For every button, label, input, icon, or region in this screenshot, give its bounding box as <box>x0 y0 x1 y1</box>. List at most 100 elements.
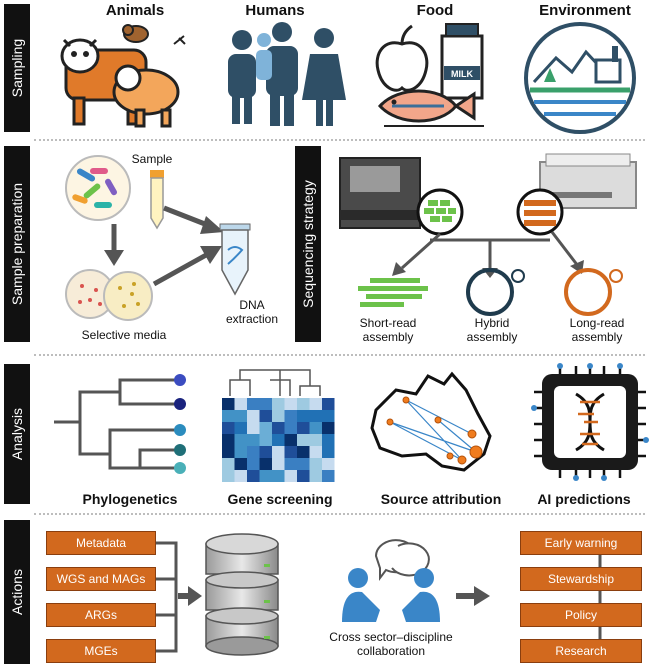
heatmap-cell <box>284 446 297 458</box>
heatmap-cell <box>297 458 310 470</box>
heatmap-cell <box>247 470 260 482</box>
heatmap-cell <box>259 434 272 446</box>
heatmap-cell <box>259 470 272 482</box>
sequencing-graphic <box>339 153 637 316</box>
heatmap-cell <box>234 422 247 434</box>
source-attribution-map-icon <box>370 371 492 472</box>
heatmap-cell <box>284 470 297 482</box>
section-label-actions: Actions <box>4 520 30 664</box>
heatmap-cell <box>247 434 260 446</box>
divider <box>34 139 645 141</box>
heatmap-cell <box>297 446 310 458</box>
heatmap-cell <box>272 398 285 410</box>
heatmap-cell <box>284 458 297 470</box>
heatmap-cell <box>297 398 310 410</box>
heatmap-cell <box>284 434 297 446</box>
heatmap-cell <box>247 458 260 470</box>
heatmap-cell <box>272 410 285 422</box>
heatmap-cell <box>247 398 260 410</box>
section-label-analysis: Analysis <box>4 364 30 504</box>
heatmap-cell <box>284 422 297 434</box>
heatmap-cell <box>297 434 310 446</box>
heatmap-cell <box>259 410 272 422</box>
sample-label: Sample <box>131 152 173 166</box>
source-food-label: Food <box>416 2 454 19</box>
heatmap-cell <box>309 458 322 470</box>
output-stewardship-box: Stewardship <box>520 567 642 591</box>
input-metadata-box: Metadata <box>46 531 156 555</box>
source-animals-label: Animals <box>105 2 165 19</box>
heatmap-cell <box>222 410 235 422</box>
output-early-warning-box: Early warning <box>520 531 642 555</box>
heatmap-cell <box>297 422 310 434</box>
input-mges-box: MGEs <box>46 639 156 663</box>
output-research-box: Research <box>520 639 642 663</box>
heatmap-cell <box>234 470 247 482</box>
heatmap-cell <box>284 398 297 410</box>
short-read-assembly-icon <box>358 278 428 307</box>
sample-microbes-icon <box>65 155 131 221</box>
heatmap-cell <box>247 410 260 422</box>
heatmap-cell <box>234 410 247 422</box>
heatmap-cell <box>322 458 335 470</box>
dna-tube-icon <box>219 223 251 296</box>
heatmap-cell <box>259 422 272 434</box>
source-environment-label: Environment <box>539 2 631 19</box>
heatmap-cell <box>322 410 335 422</box>
input-wgs-mags-box: WGS and MAGs <box>46 567 156 591</box>
divider <box>34 354 645 356</box>
heatmap-cell <box>322 434 335 446</box>
hybrid-assembly-icon <box>466 268 514 316</box>
source-attribution-label: Source attribution <box>380 491 502 507</box>
phylogenetics-label: Phylogenetics <box>82 491 178 507</box>
heatmap-cell <box>272 470 285 482</box>
heatmap-cell <box>222 422 235 434</box>
output-policy-box: Policy <box>520 603 642 627</box>
heatmap-cell <box>284 410 297 422</box>
heatmap-cell <box>272 434 285 446</box>
heatmap-cell <box>234 434 247 446</box>
heatmap-cell <box>322 470 335 482</box>
heatmap-cell <box>234 458 247 470</box>
divider <box>34 513 645 515</box>
heatmap-cell <box>272 458 285 470</box>
input-args-box: ARGs <box>46 603 156 627</box>
sample-tube-icon <box>150 170 164 230</box>
heatmap-cell <box>322 398 335 410</box>
source-humans-label: Humans <box>245 2 305 19</box>
humans-icon <box>228 22 346 126</box>
database-icon <box>205 533 279 656</box>
heatmap-cell <box>297 470 310 482</box>
heatmap-cell <box>247 446 260 458</box>
heatmap-cell <box>222 470 235 482</box>
heatmap-cell <box>309 470 322 482</box>
environment-icon <box>524 22 636 134</box>
heatmap-cell <box>247 422 260 434</box>
heatmap-cell <box>297 410 310 422</box>
sample-preparation-graphic <box>65 155 251 321</box>
heatmap-cell <box>259 458 272 470</box>
section-label-sampling: Sampling <box>4 4 30 132</box>
short-read-sequencer-icon <box>339 157 421 229</box>
heatmap-cell <box>272 422 285 434</box>
long-read-assembly-icon <box>564 268 612 316</box>
heatmap-cell <box>309 410 322 422</box>
animals-icon <box>60 24 186 128</box>
heatmap-cell <box>234 398 247 410</box>
heatmap-cell <box>309 422 322 434</box>
heatmap-cell <box>272 446 285 458</box>
ai-predictions-label: AI predictions <box>537 491 631 507</box>
heatmap-cell <box>234 446 247 458</box>
heatmap-cell <box>222 398 235 410</box>
heatmap-cell <box>309 434 322 446</box>
gene-screening-heatmap-icon <box>222 369 335 482</box>
heatmap-cell <box>309 398 322 410</box>
heatmap-cell <box>222 446 235 458</box>
heatmap-cell <box>259 398 272 410</box>
heatmap-cell <box>309 446 322 458</box>
selective-media-label: Selective media <box>81 328 167 342</box>
